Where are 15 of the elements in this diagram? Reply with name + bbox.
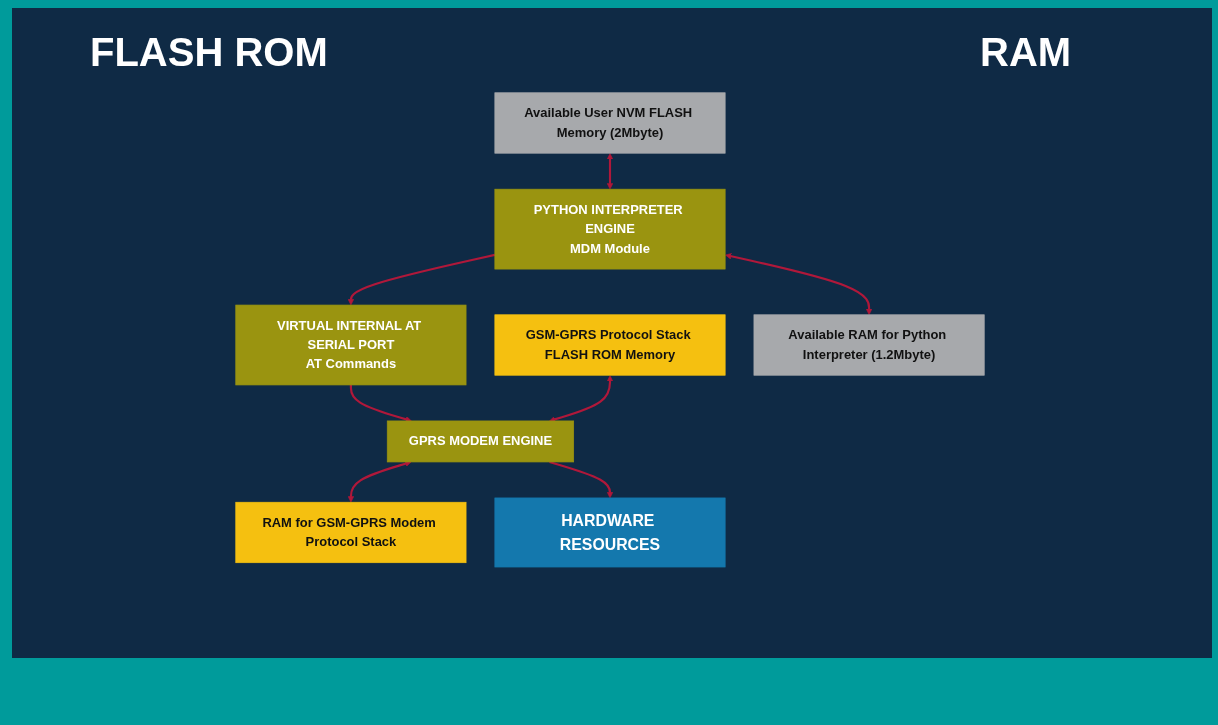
node-box: HARDWARE RESOURCES	[494, 497, 726, 568]
node-box: Available User NVM FLASH Memory (2Mbyte)	[494, 92, 726, 154]
node-box: GPRS MODEM ENGINE	[386, 420, 575, 463]
column-heading: FLASH ROM	[90, 30, 328, 75]
arrow	[549, 375, 614, 423]
column-heading: RAM	[980, 30, 1072, 75]
arrow	[347, 253, 496, 306]
node-box: RAM for GSM-GPRS Modem Protocol Stack	[235, 502, 467, 564]
arrow	[725, 253, 873, 316]
node-box: PYTHON INTERPRETER ENGINE MDM Module	[494, 188, 726, 270]
node-box: GSM-GPRS Protocol Stack FLASH ROM Memory	[494, 314, 726, 376]
arrow	[349, 385, 412, 423]
node-box: VIRTUAL INTERNAL AT SERIAL PORT AT Commands	[235, 304, 467, 386]
arrow	[606, 153, 614, 190]
node-box: Available RAM for Python Interpreter (1.2Mbyte)	[753, 314, 985, 376]
